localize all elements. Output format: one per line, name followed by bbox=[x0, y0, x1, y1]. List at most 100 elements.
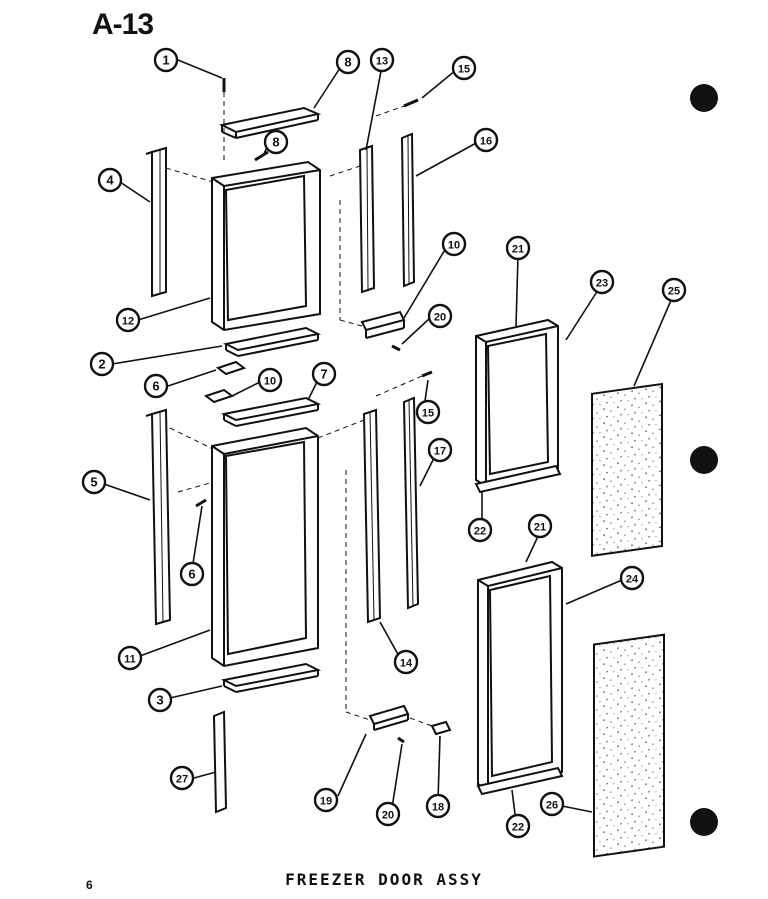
callout-number: 22 bbox=[474, 526, 486, 538]
callout-c15b: 15 bbox=[415, 399, 441, 425]
callout-c7: 7 bbox=[311, 361, 337, 387]
callout-circle bbox=[179, 561, 205, 587]
part-screw-20-upper bbox=[391, 344, 401, 352]
part-side-strip-5 bbox=[145, 408, 172, 626]
callout-number: 8 bbox=[272, 135, 279, 150]
callout-circle bbox=[425, 793, 451, 819]
part-top-hinge-bracket-8 bbox=[218, 106, 322, 139]
callout-c3: 3 bbox=[147, 687, 173, 713]
callout-number: 22 bbox=[512, 822, 524, 834]
part-gasket-strip-16 bbox=[400, 132, 416, 288]
callout-number: 10 bbox=[264, 376, 276, 388]
part-plate-10 bbox=[203, 388, 235, 404]
callout-number: 3 bbox=[156, 693, 163, 708]
part-hinge-19 bbox=[345, 470, 410, 731]
callout-circle bbox=[467, 517, 493, 543]
callout-c19: 19 bbox=[313, 787, 339, 813]
callout-circle bbox=[89, 351, 115, 377]
callout-circle bbox=[115, 307, 141, 333]
callout-number: 5 bbox=[90, 475, 97, 490]
callout-number: 23 bbox=[596, 278, 608, 290]
callout-circle bbox=[169, 765, 195, 791]
part-upper-door-frame-12 bbox=[211, 160, 321, 332]
callout-circle bbox=[97, 167, 123, 193]
callout-c8b: 8 bbox=[263, 129, 289, 155]
callout-circle bbox=[143, 373, 169, 399]
callout-number: 17 bbox=[434, 446, 446, 458]
callout-circle bbox=[81, 469, 107, 495]
callout-number: 27 bbox=[176, 774, 188, 786]
page-title: A-13 bbox=[92, 8, 154, 41]
callout-number: 20 bbox=[382, 810, 394, 822]
part-gasket-strip-17 bbox=[402, 396, 420, 610]
callout-c18: 18 bbox=[425, 793, 451, 819]
callout-circle bbox=[427, 303, 453, 329]
callout-circle bbox=[311, 361, 337, 387]
part-bottom-bracket-3 bbox=[220, 662, 322, 693]
callout-number: 6 bbox=[188, 567, 195, 582]
callout-number: 13 bbox=[376, 56, 388, 68]
callout-circle bbox=[505, 813, 531, 839]
part-lower-door-frame-11 bbox=[211, 426, 319, 668]
callout-c6a: 6 bbox=[143, 373, 169, 399]
callout-number: 24 bbox=[626, 574, 639, 586]
callout-circle bbox=[441, 231, 467, 257]
part-strip-27 bbox=[212, 710, 228, 814]
callout-number: 15 bbox=[458, 64, 470, 76]
callout-circle bbox=[369, 47, 395, 73]
callout-number: 11 bbox=[124, 654, 136, 666]
callout-c6b: 6 bbox=[179, 561, 205, 587]
callout-c23: 23 bbox=[589, 269, 615, 295]
callout-c20b: 20 bbox=[375, 801, 401, 827]
part-hinge-10 bbox=[339, 200, 406, 339]
callout-c21b: 21 bbox=[527, 513, 553, 539]
callout-number: 4 bbox=[106, 173, 114, 188]
part-screw-15-mid bbox=[375, 370, 433, 397]
callout-circle bbox=[117, 645, 143, 671]
callout-c11: 11 bbox=[117, 645, 143, 671]
part-panel-frame-23 bbox=[474, 318, 562, 494]
callout-circle bbox=[451, 55, 477, 81]
callout-circle bbox=[153, 47, 179, 73]
part-foam-panel-26 bbox=[593, 633, 665, 858]
part-clip-18 bbox=[409, 717, 452, 736]
callout-circle bbox=[589, 269, 615, 295]
callout-circle bbox=[257, 367, 283, 393]
part-gasket-strip-13 bbox=[358, 144, 376, 294]
callout-number: 16 bbox=[480, 136, 492, 148]
callout-c20a: 20 bbox=[427, 303, 453, 329]
callout-c22b: 22 bbox=[505, 813, 531, 839]
callout-number: 18 bbox=[432, 802, 444, 814]
callout-number: 2 bbox=[98, 357, 105, 372]
callout-circle bbox=[375, 801, 401, 827]
part-top-bracket-7 bbox=[220, 396, 322, 427]
callout-c10a: 10 bbox=[441, 231, 467, 257]
callout-number: 21 bbox=[512, 244, 524, 256]
part-screw-15-top bbox=[375, 98, 419, 117]
callout-circle bbox=[661, 277, 687, 303]
callout-c14: 14 bbox=[393, 649, 419, 675]
callout-c1: 1 bbox=[153, 47, 179, 73]
callout-c27: 27 bbox=[169, 765, 195, 791]
callout-c10b: 10 bbox=[257, 367, 283, 393]
callout-number: 19 bbox=[320, 796, 332, 808]
part-screw-20-lower bbox=[397, 736, 405, 744]
part-foam-panel-25 bbox=[591, 382, 663, 557]
callout-circle bbox=[505, 235, 531, 261]
callout-number: 7 bbox=[320, 367, 327, 382]
callout-number: 14 bbox=[400, 658, 413, 670]
callout-circle bbox=[427, 437, 453, 463]
part-screw-6 bbox=[195, 498, 207, 508]
callout-c15a: 15 bbox=[451, 55, 477, 81]
callout-number: 8 bbox=[344, 55, 351, 70]
registration-marks bbox=[690, 84, 718, 836]
callout-c17: 17 bbox=[427, 437, 453, 463]
callout-c13: 13 bbox=[369, 47, 395, 73]
callout-circle bbox=[335, 49, 361, 75]
callout-circle bbox=[147, 687, 173, 713]
callout-number: 15 bbox=[422, 408, 434, 420]
callout-c16: 16 bbox=[473, 127, 499, 153]
leader-lines bbox=[103, 59, 673, 823]
callout-c8a: 8 bbox=[335, 49, 361, 75]
